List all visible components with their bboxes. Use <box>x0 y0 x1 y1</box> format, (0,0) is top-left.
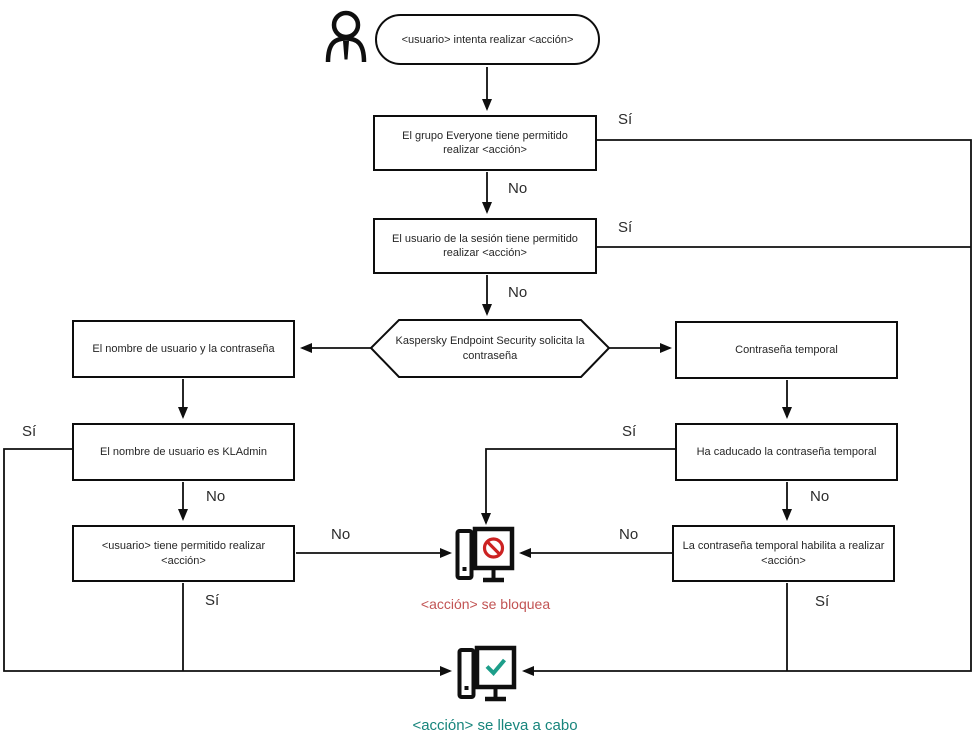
blocked-computer-icon <box>455 526 515 583</box>
allowed-computer-icon <box>457 645 517 702</box>
node-temporary-password: Contraseña temporal <box>675 321 898 379</box>
edge-label-userallowed-yes: Sí <box>205 592 220 609</box>
node-user-allowed-action-label: <usuario> tiene permitido realizar <acci… <box>101 540 266 567</box>
node-username-is-kladmin: El nombre de usuario es KLAdmin <box>72 423 295 481</box>
edge-label-session-no: No <box>508 284 528 301</box>
node-everyone-allowed-label: El grupo Everyone tiene permitido realiz… <box>402 129 568 156</box>
node-session-user-allowed: El usuario de la sesión tiene permitido … <box>373 218 597 274</box>
node-username-and-password-label: El nombre de usuario y la contraseña <box>92 342 275 355</box>
node-username-is-kladmin-label: El nombre de usuario es KLAdmin <box>100 445 267 458</box>
edge-label-session-yes: Sí <box>618 219 633 236</box>
edge-label-enables-no: No <box>619 526 639 543</box>
node-kes-prompts-password-label: Kaspersky Endpoint Security solicita la … <box>395 335 585 362</box>
edge-label-userallowed-no: No <box>331 526 351 543</box>
edge-expired-yes-left-down-to-blocked <box>481 448 675 525</box>
outcome-allowed-label: <acción> se lleva a cabo <box>412 717 578 734</box>
node-temp-password-expired: Ha caducado la contraseña temporal <box>675 423 898 481</box>
node-temporary-password-label: Contraseña temporal <box>735 343 838 356</box>
edge-label-enables-yes: Sí <box>815 593 830 610</box>
node-temp-password-enables: La contraseña temporal habilita a realiz… <box>672 525 895 582</box>
edge-label-expired-no: No <box>810 488 830 505</box>
edge-label-expired-yes: Sí <box>622 423 637 440</box>
edge-label-everyone-yes: Sí <box>618 111 633 128</box>
outcome-blocked-label: <acción> se bloquea <box>420 596 551 612</box>
hexagon-kes-shape <box>369 319 611 378</box>
node-user-allowed-action: <usuario> tiene permitido realizar <acci… <box>72 525 295 582</box>
node-everyone-allowed: El grupo Everyone tiene permitido realiz… <box>373 115 597 171</box>
edge-label-everyone-no: No <box>508 180 528 197</box>
start-node-label: <usuario> intenta realizar <acción> <box>401 33 574 46</box>
node-username-and-password: El nombre de usuario y la contraseña <box>72 320 295 378</box>
start-node: <usuario> intenta realizar <acción> <box>375 14 600 65</box>
node-kes-prompts-password: Kaspersky Endpoint Security solicita la … <box>395 322 585 375</box>
edge-label-kladmin-yes: Sí <box>22 423 37 440</box>
node-temp-password-expired-label: Ha caducado la contraseña temporal <box>696 445 877 458</box>
node-temp-password-enables-label: La contraseña temporal habilita a realiz… <box>682 540 885 567</box>
edge-kladmin-yes-left-down-to-allowed <box>3 448 452 676</box>
edge-label-kladmin-no: No <box>206 488 226 505</box>
user-icon <box>325 10 367 63</box>
edge-everyone-yes-right-down-to-allowed <box>522 139 972 676</box>
node-session-user-allowed-label: El usuario de la sesión tiene permitido … <box>392 232 578 259</box>
